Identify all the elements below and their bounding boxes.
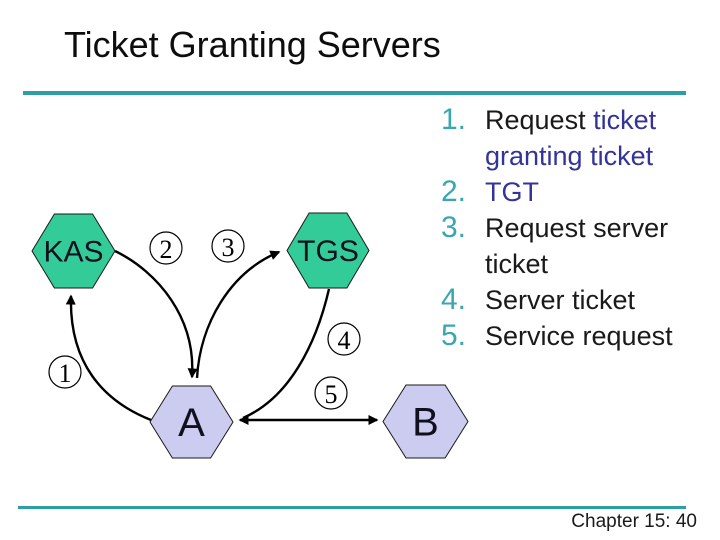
badge-number: 2 xyxy=(160,235,173,264)
node-tgs: TGS xyxy=(286,212,370,289)
title-divider xyxy=(23,91,686,95)
step-text: Service request xyxy=(485,318,685,354)
badge-circle xyxy=(48,355,82,389)
a-label: A xyxy=(178,401,205,445)
protocol-step-2: 2. TGT xyxy=(441,174,701,210)
footer-page-label: Chapter 15: 40 xyxy=(571,511,697,532)
badge-circle xyxy=(327,322,361,356)
step-text: Server ticket xyxy=(485,282,685,318)
edge-2-arrow-kas-to-a xyxy=(114,249,198,379)
step-number: 2. xyxy=(441,175,467,208)
badge-number: 5 xyxy=(325,380,338,409)
step-badge-1: 1 xyxy=(48,355,82,389)
badge-circle xyxy=(314,376,348,410)
step-number: 1. xyxy=(441,103,467,136)
node-kas: KAS xyxy=(31,213,116,289)
step-badge-2: 2 xyxy=(149,231,183,265)
step-badge-5: 5 xyxy=(314,376,348,410)
badge-number: 4 xyxy=(338,326,351,355)
protocol-step-4: 4. Server ticket xyxy=(441,282,701,318)
step-text: Request server ticket xyxy=(485,210,685,282)
step-number: 4. xyxy=(441,283,467,316)
kas-hexagon xyxy=(31,213,116,289)
protocol-step-3: 3. Request server ticket xyxy=(441,210,701,282)
badge-circle xyxy=(211,229,245,263)
edge-3-arrow-a-to-tgs xyxy=(195,250,281,379)
step-badge-3: 3 xyxy=(211,229,245,263)
step-text-segment: TGT xyxy=(485,177,539,207)
footer-divider xyxy=(18,506,686,509)
step-number: 5. xyxy=(441,319,467,352)
badge-circle xyxy=(149,231,183,265)
badge-number: 1 xyxy=(59,359,72,388)
edge-1-arrow-a-to-kas xyxy=(65,294,152,422)
protocol-step-1: 1. Request ticket granting ticket xyxy=(441,102,701,174)
page-title: Ticket Granting Servers xyxy=(64,24,441,65)
badge-number: 3 xyxy=(222,233,235,262)
node-b: B xyxy=(382,384,469,459)
protocol-step-5: 5. Service request xyxy=(441,318,701,354)
kas-label: KAS xyxy=(43,236,103,269)
a-hexagon xyxy=(149,385,234,459)
step-text-segment: Server ticket xyxy=(485,285,636,315)
step-text-segment: Request server ticket xyxy=(485,213,669,279)
node-a: A xyxy=(149,385,234,459)
step-text: TGT xyxy=(485,174,685,210)
tgs-label: TGS xyxy=(297,235,359,268)
b-hexagon xyxy=(382,384,469,459)
step-text-segment: Request xyxy=(485,105,594,135)
step-number: 3. xyxy=(441,211,467,244)
step-text-segment: Service request xyxy=(485,321,673,351)
edge-4-arrow-tgs-to-a xyxy=(242,288,331,420)
step-text-segment: ticket granting ticket xyxy=(485,105,657,171)
protocol-steps-list: 1. Request ticket granting ticket 2. TGT 3. R… xyxy=(441,102,701,354)
step-text: Request ticket granting ticket xyxy=(485,102,685,174)
tgs-hexagon xyxy=(286,212,370,289)
step-badge-4: 4 xyxy=(327,322,361,356)
b-label: B xyxy=(412,401,439,445)
